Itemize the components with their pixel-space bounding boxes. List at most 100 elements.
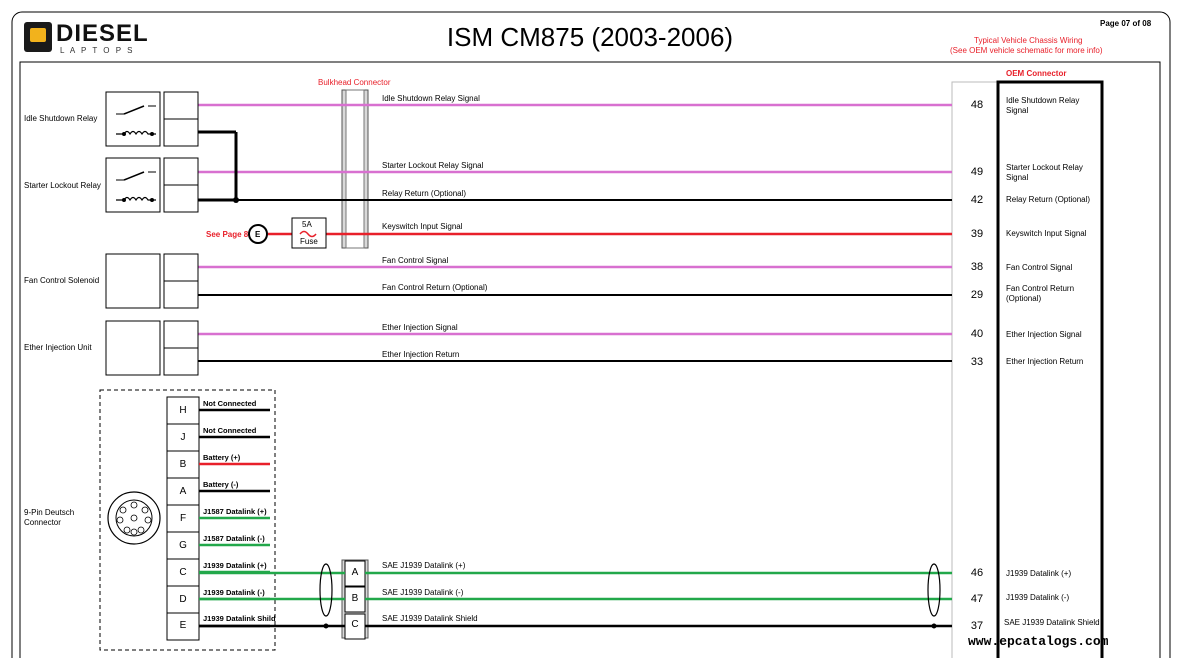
splice-dot	[931, 623, 937, 629]
deutsch-pin-icon	[130, 528, 138, 536]
deutsch-pin: D	[179, 594, 187, 605]
see-page-label: See Page 8	[206, 230, 249, 239]
pin-number: 39	[970, 228, 984, 240]
deutsch-connector-outline	[99, 389, 276, 651]
deutsch-pin-icon	[123, 526, 131, 534]
deutsch-wire-label: J1939 Datalink Shild	[203, 614, 276, 623]
outer-border	[11, 11, 1171, 658]
deutsch-pin-icon	[144, 516, 152, 524]
relay-coil-icon	[116, 130, 156, 136]
splice-dot	[233, 197, 239, 203]
oem-label: Fan Control Return (Optional)	[1006, 284, 1075, 303]
deutsch-pin: B	[179, 459, 187, 470]
wire-label-idle-shutdown: Idle Shutdown Relay Signal	[382, 94, 480, 103]
e-marker-circle	[248, 224, 268, 244]
component-box	[105, 253, 161, 309]
wire-label-ether-return: Ether Injection Return	[382, 350, 460, 359]
deutsch-wire-label: Not Connected	[203, 399, 257, 408]
deutsch-pin-cell	[166, 477, 200, 506]
brand-sub-text: L A P T O P S	[60, 46, 135, 55]
deutsch-pin: J	[180, 432, 186, 443]
terminal-box	[163, 253, 199, 282]
bulkhead-connector-core	[345, 89, 365, 249]
component-label-fan-control-solenoid: Fan Control Solenoid	[24, 276, 100, 285]
deutsch-pin-cell	[166, 450, 200, 479]
pin-number: 47	[970, 593, 984, 605]
oem-label: SAE J1939 Datalink Shield	[1004, 618, 1100, 627]
relay-contact-icon	[123, 171, 145, 181]
fuse-rating: 5A	[302, 220, 312, 229]
brand-main-text: DIESEL	[56, 20, 149, 47]
pin-number: 46	[970, 567, 984, 579]
pin-number: 42	[970, 194, 984, 206]
component-label-deutsch-connector: 9-Pin Deutsch Connector	[24, 508, 75, 527]
relay-contact-icon	[123, 105, 145, 115]
oem-label: Starter Lockout Relay Signal	[1006, 163, 1083, 182]
deutsch-pin: G	[179, 540, 187, 551]
wire-label-ether-signal: Ether Injection Signal	[382, 323, 458, 332]
deutsch-pin: H	[179, 405, 187, 416]
component-box	[105, 320, 161, 376]
oem-connector-label: OEM Connector	[1006, 69, 1067, 78]
deutsch-wire-label: J1587 Datalink (-)	[203, 534, 265, 543]
oem-label: Keyswitch Input Signal	[1006, 229, 1087, 238]
pin-number: 40	[970, 328, 984, 340]
deutsch-pin-icon	[116, 516, 124, 524]
deutsch-pin-cell	[166, 612, 200, 641]
component-label-idle-shutdown-relay: Idle Shutdown Relay	[24, 114, 98, 123]
deutsch-pin-cell	[166, 396, 200, 425]
terminal-box	[163, 118, 199, 147]
deutsch-wire-label: Battery (+)	[203, 453, 241, 462]
wire-label-relay-return: Relay Return (Optional)	[382, 189, 467, 198]
fuse-icon	[299, 230, 317, 238]
bulkhead-label: Bulkhead Connector	[318, 78, 391, 87]
terminal-box	[163, 91, 199, 120]
wire-label-starter-lockout: Starter Lockout Relay Signal	[382, 161, 484, 170]
relay-coil-icon	[150, 132, 154, 136]
pin-number: 38	[970, 261, 984, 273]
inner-border	[19, 61, 1161, 658]
terminal-box	[163, 184, 199, 213]
deutsch-wire-label: Not Connected	[203, 426, 257, 435]
terminal-box	[163, 157, 199, 186]
e-marker-label: E	[255, 230, 261, 239]
pin-number: 37	[970, 620, 984, 632]
relay-coil-icon	[116, 196, 156, 202]
terminal-box	[163, 280, 199, 309]
fuse-label: Fuse	[300, 237, 318, 246]
deutsch-wire-label: J1939 Datalink (+)	[203, 561, 267, 570]
bulkhead-pin: A	[351, 567, 359, 578]
pin-number: 33	[970, 356, 984, 368]
deutsch-pin-icon	[130, 514, 138, 522]
relay-coil-icon	[150, 198, 154, 202]
deutsch-face-icon	[115, 499, 153, 537]
relay-coil-icon	[122, 198, 126, 202]
note-line-2: (See OEM vehicle schematic for more info…	[950, 46, 1103, 55]
deutsch-pin-icon	[141, 506, 149, 514]
deutsch-pin-cell	[166, 504, 200, 533]
wire-label-keyswitch: Keyswitch Input Signal	[382, 222, 463, 231]
deutsch-wire-label: J1939 Datalink (-)	[203, 588, 265, 597]
wire-label-fan-return: Fan Control Return (Optional)	[382, 283, 488, 292]
oem-connector-body	[996, 80, 1104, 658]
shield-twist-icon	[319, 563, 333, 617]
pin-number: 29	[970, 289, 984, 301]
logo-badge-inner	[30, 28, 46, 42]
deutsch-pin: E	[179, 620, 187, 631]
oem-label: Idle Shutdown Relay Signal	[1006, 96, 1080, 115]
deutsch-pin: A	[179, 486, 187, 497]
bulkhead-pin: C	[351, 619, 359, 630]
deutsch-pin-icon	[137, 526, 145, 534]
component-label-starter-lockout-relay: Starter Lockout Relay	[24, 181, 101, 190]
deutsch-pin: C	[179, 567, 187, 578]
website-watermark: www.epcatalogs.com	[968, 634, 1109, 649]
oem-label: Ether Injection Return	[1006, 357, 1084, 366]
pin-number: 48	[970, 99, 984, 111]
oem-label: Ether Injection Signal	[1006, 330, 1082, 339]
page-title: ISM CM875 (2003-2006)	[446, 22, 734, 52]
wire-label-fan-control: Fan Control Signal	[382, 256, 449, 265]
pin-number: 49	[970, 166, 984, 178]
component-label-ether-injection-unit: Ether Injection Unit	[24, 343, 92, 352]
deutsch-wire-label: J1587 Datalink (+)	[203, 507, 267, 516]
